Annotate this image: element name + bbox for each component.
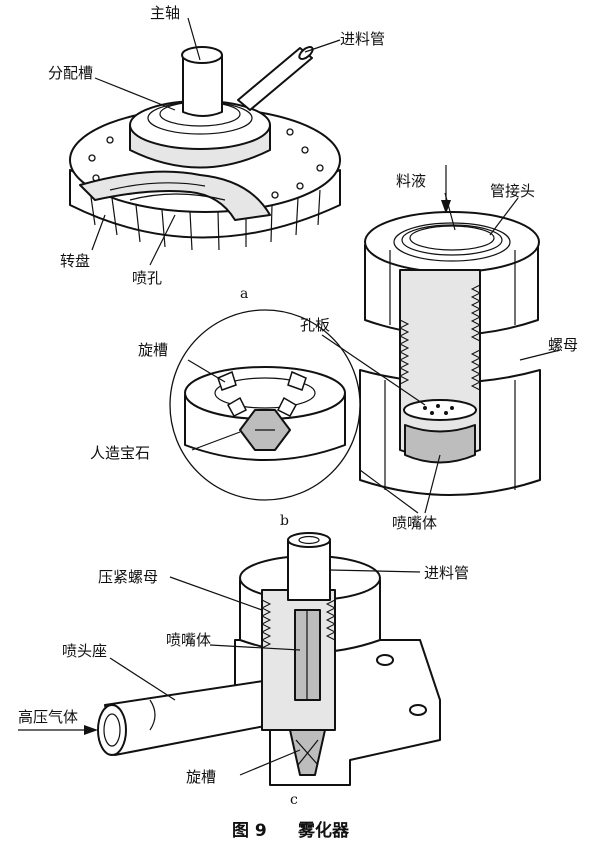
threads bbox=[398, 284, 482, 391]
sublabel-c: c bbox=[290, 792, 298, 808]
threads-c bbox=[260, 599, 337, 649]
label-artificial-gem: 人造宝石 bbox=[90, 444, 150, 462]
gas-inlet-pipe bbox=[104, 679, 271, 756]
swirl-grooves bbox=[217, 370, 307, 417]
spindle-shaft bbox=[182, 54, 223, 117]
nozzle-body-b bbox=[404, 424, 476, 464]
panel-c-pneumatic-nozzle: 压紧螺母 进料管 喷头座 喷嘴体 高压气体 旋槽 c bbox=[18, 532, 469, 808]
label-nut: 螺母 bbox=[548, 336, 578, 354]
label-rotating-disc: 转盘 bbox=[60, 252, 90, 270]
label-spray-hole: 喷孔 bbox=[132, 269, 162, 287]
panel-a-rotary-atomizer: 主轴 进料管 分配槽 转盘 喷孔 a bbox=[48, 4, 385, 302]
sublabel-b: b bbox=[280, 513, 289, 529]
gas-pipe-end bbox=[97, 704, 127, 756]
sublabel-a: a bbox=[240, 286, 248, 302]
feed-pipe-c bbox=[287, 539, 331, 601]
label-high-pressure-gas: 高压气体 bbox=[18, 708, 78, 726]
label-swirl-groove-b: 旋槽 bbox=[138, 341, 168, 359]
caption-number: 图 9 bbox=[232, 821, 267, 841]
label-feed-liquid: 料液 bbox=[396, 172, 426, 190]
label-distribution-groove: 分配槽 bbox=[48, 64, 93, 82]
label-feed-pipe-c: 进料管 bbox=[424, 564, 469, 582]
bolt-holes bbox=[88, 128, 324, 199]
figure-caption: 图 9 雾化器 bbox=[232, 820, 350, 841]
label-feed-pipe-a: 进料管 bbox=[340, 30, 385, 48]
caption-title: 雾化器 bbox=[297, 820, 350, 841]
label-nozzle-body-b: 喷嘴体 bbox=[392, 514, 437, 532]
panel-b-pressure-nozzle: 料液 管接头 孔板 螺母 旋槽 人造宝石 喷嘴体 b bbox=[90, 165, 578, 532]
label-pipe-joint: 管接头 bbox=[490, 182, 535, 200]
label-nozzle-seat: 喷头座 bbox=[62, 642, 107, 660]
orifice-plate bbox=[403, 399, 477, 421]
spray-channels bbox=[79, 170, 271, 221]
label-spindle: 主轴 bbox=[150, 4, 180, 22]
feed-pipe-a bbox=[237, 47, 313, 111]
label-orifice-plate: 孔板 bbox=[300, 316, 330, 334]
label-clamp-nut: 压紧螺母 bbox=[98, 568, 158, 586]
label-nozzle-body-c: 喷嘴体 bbox=[166, 631, 211, 649]
label-swirl-groove-c: 旋槽 bbox=[186, 768, 216, 786]
